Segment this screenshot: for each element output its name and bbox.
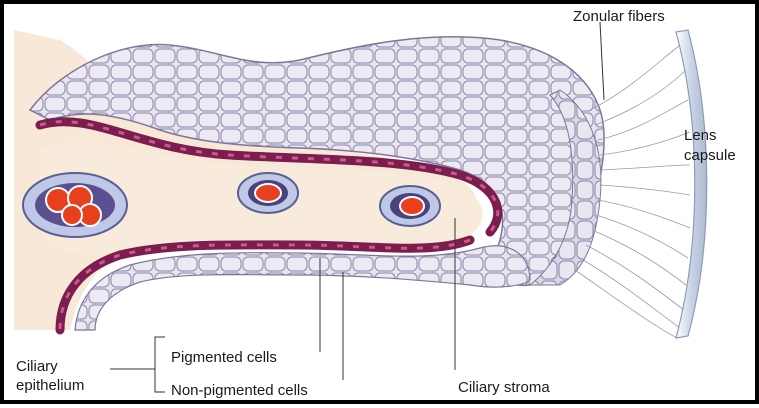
label-lens-line2: capsule <box>684 147 736 164</box>
label-pigmented-cells: Pigmented cells <box>171 349 277 366</box>
blood-vessel-right <box>380 186 440 226</box>
label-zonular-fibers: Zonular fibers <box>573 8 665 25</box>
label-non-pigmented-cells: Non-pigmented cells <box>171 382 308 399</box>
non-pigmented-epithelium-bottom <box>75 246 530 330</box>
label-lens-line1: Lens <box>684 127 717 144</box>
label-ciliary-line2: epithelium <box>16 377 84 394</box>
label-ciliary-line1: Ciliary <box>16 358 58 375</box>
ciliary-epithelium-bracket <box>155 337 165 392</box>
lens-capsule <box>676 30 707 338</box>
blood-vessel-middle <box>238 173 298 213</box>
blood-vessel-large <box>23 173 127 237</box>
zonular-fibers-leader <box>600 22 604 100</box>
label-ciliary-stroma: Ciliary stroma <box>458 379 550 396</box>
